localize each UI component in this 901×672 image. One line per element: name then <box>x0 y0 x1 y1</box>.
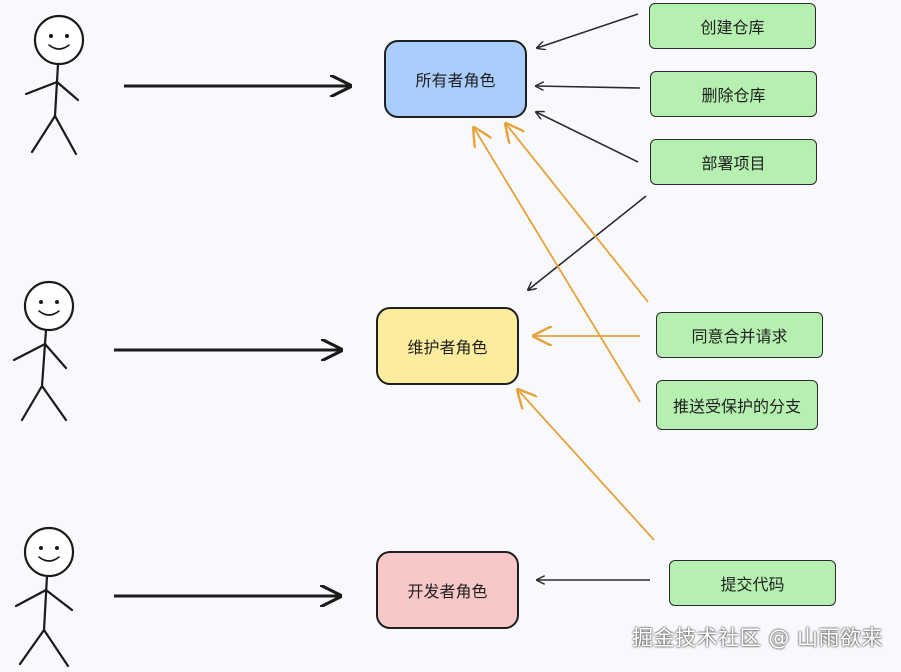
role-owner-label: 所有者角色 <box>415 71 496 90</box>
perm-deploy-project: 部署项目 <box>650 139 817 185</box>
perm-push-protected-label: 推送受保护的分支 <box>672 397 801 416</box>
stick-figure-maintainer-icon <box>12 280 75 422</box>
perm-commit-code-label: 提交代码 <box>720 575 785 594</box>
arrow-deploy-to-owner <box>536 112 639 163</box>
perm-create-repo-label: 创建仓库 <box>700 18 765 37</box>
perm-delete-repo: 删除仓库 <box>650 71 817 117</box>
role-maintainer-box: 维护者角色 <box>376 307 519 385</box>
arrow-owner-to-maintainer <box>528 195 647 290</box>
perm-push-protected: 推送受保护的分支 <box>656 380 818 430</box>
perm-deploy-project-label: 部署项目 <box>701 154 766 173</box>
perm-approve-merge: 同意合并请求 <box>656 312 823 358</box>
stick-figure-developer-icon <box>14 526 75 668</box>
arrow-create-repo-to-owner <box>537 13 639 48</box>
perm-delete-repo-label: 删除仓库 <box>701 86 766 105</box>
arrow-commit-to-maintainer <box>518 390 655 541</box>
arrow-delete-repo-to-owner <box>536 86 641 88</box>
stick-figure-owner-icon <box>24 14 85 156</box>
role-maintainer-label: 维护者角色 <box>407 338 488 357</box>
perm-create-repo: 创建仓库 <box>649 3 816 49</box>
perm-commit-code: 提交代码 <box>669 560 836 606</box>
watermark: 掘金技术社区 @ 山雨欲来 <box>632 626 883 650</box>
role-developer-label: 开发者角色 <box>407 582 488 601</box>
role-developer-box: 开发者角色 <box>376 551 519 629</box>
arrow-push-protected-to-owner <box>474 128 641 403</box>
role-owner-box: 所有者角色 <box>384 40 527 118</box>
perm-approve-merge-label: 同意合并请求 <box>691 327 788 346</box>
arrow-approve-merge-to-owner <box>506 124 649 303</box>
